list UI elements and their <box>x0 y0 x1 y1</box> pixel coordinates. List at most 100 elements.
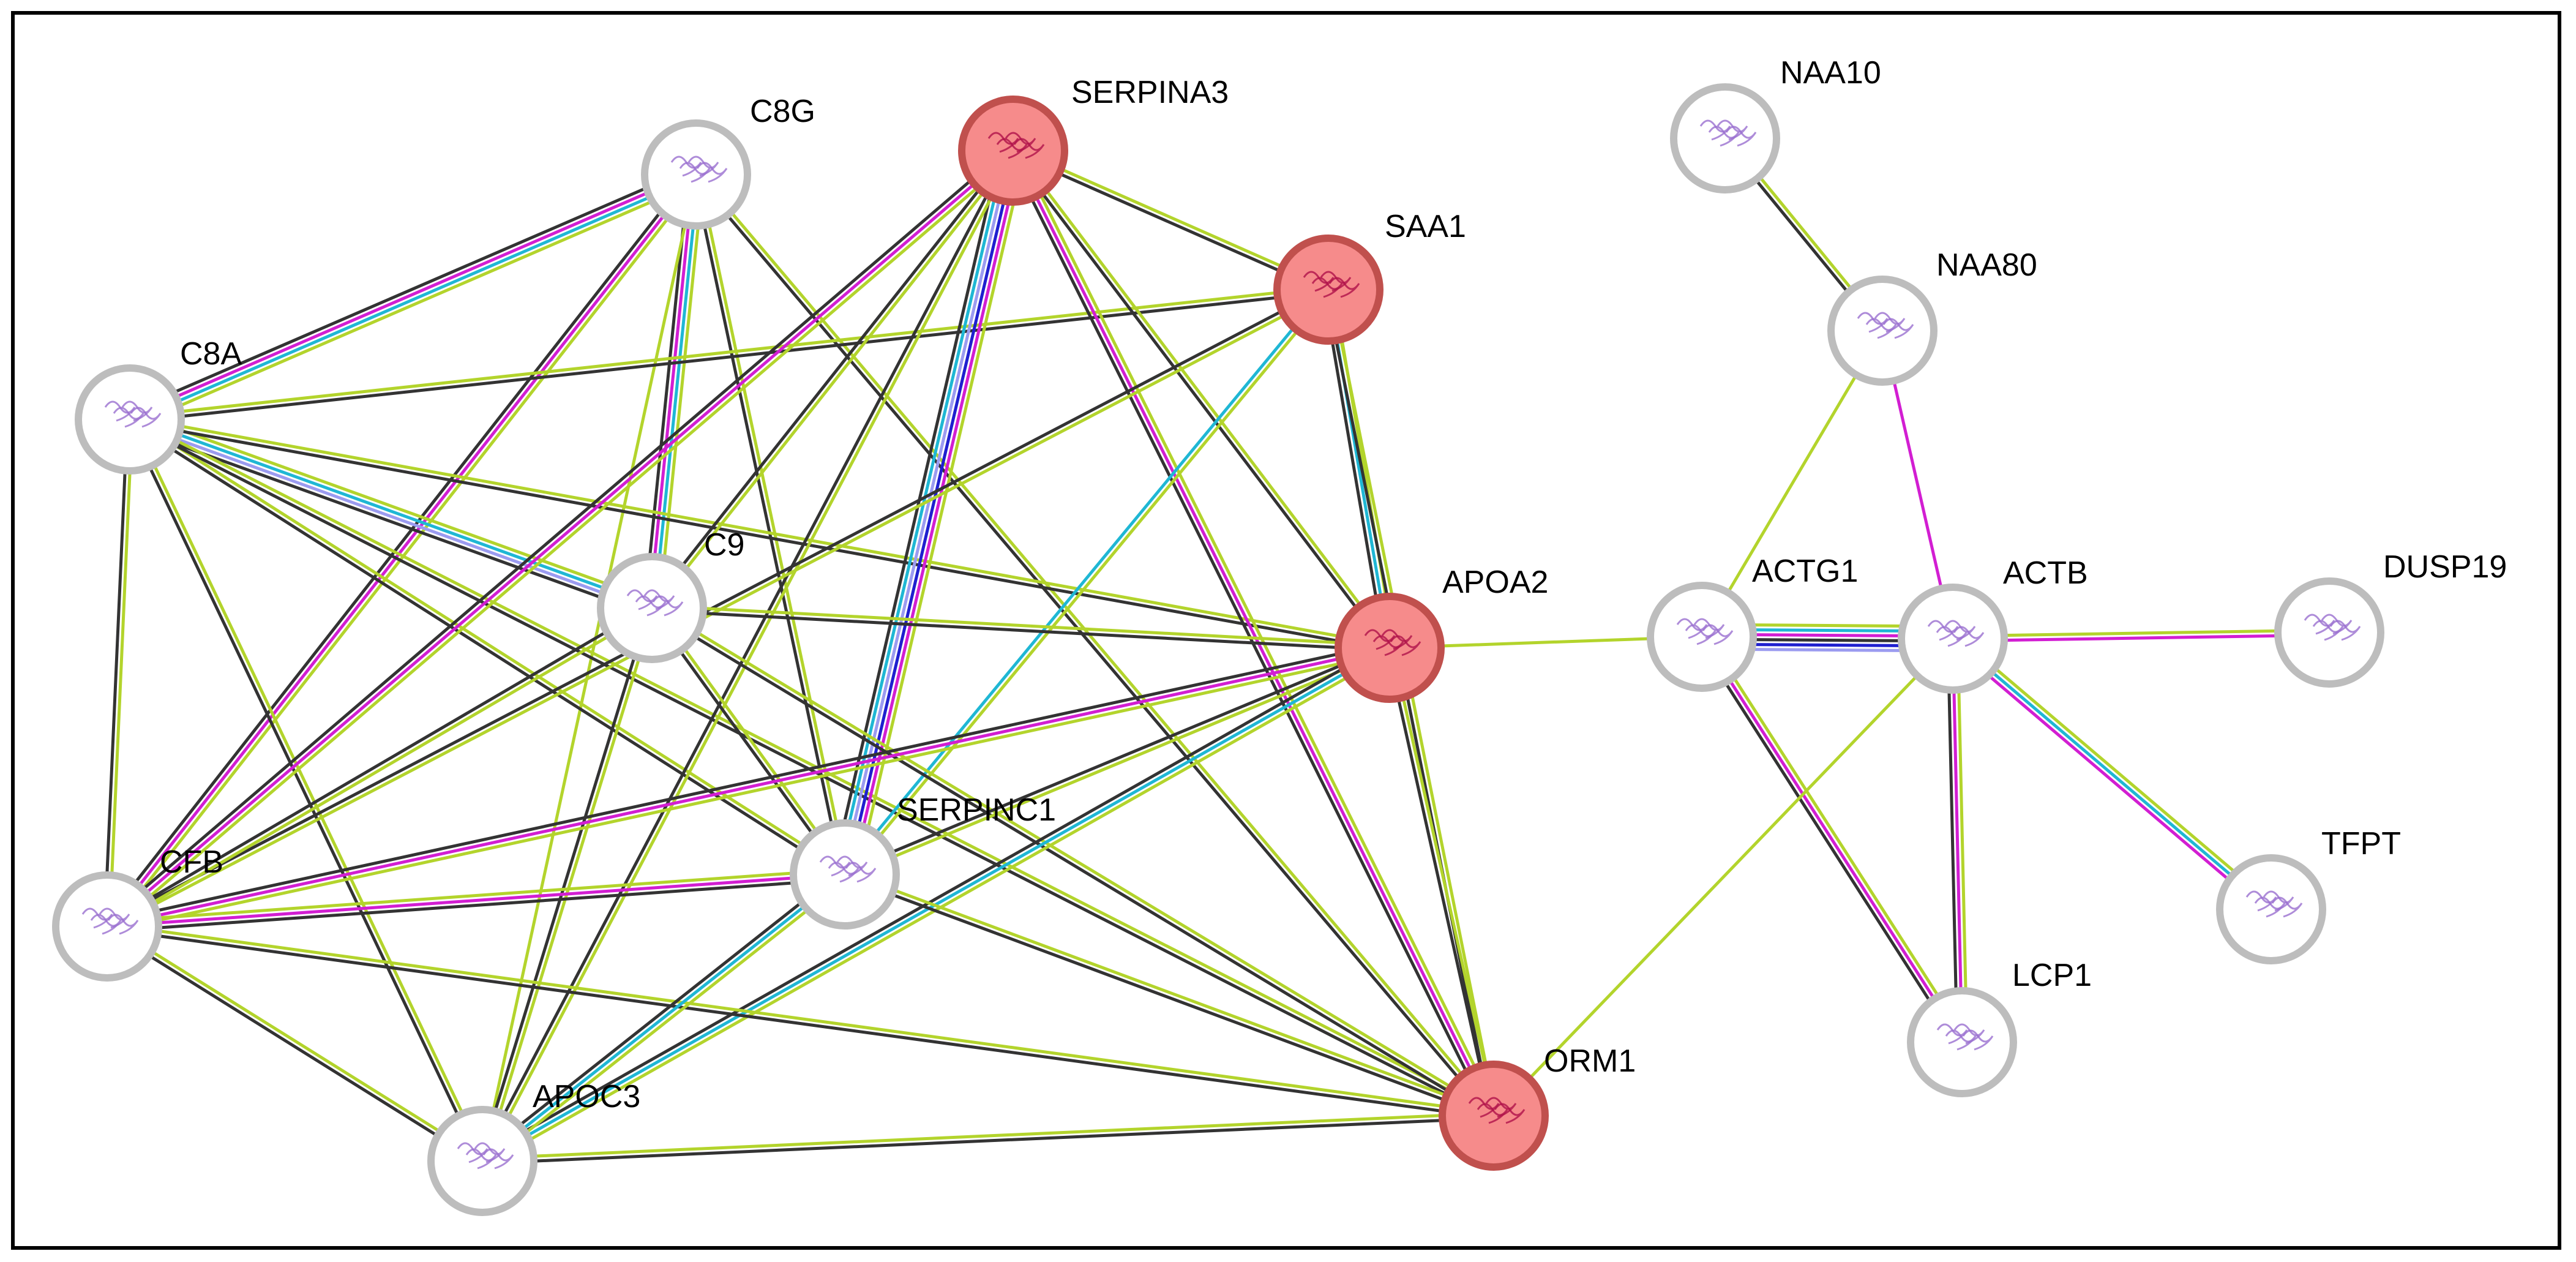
node-naa10[interactable]: NAA10 <box>1670 55 1881 193</box>
edge-apoa2-cfb[interactable] <box>105 641 1391 933</box>
node-c8g[interactable]: C8G <box>641 94 815 230</box>
protein-structure-icon <box>1303 271 1360 298</box>
edge-evidence-textmining <box>1016 148 1500 1114</box>
edge-evidence-homology <box>841 149 1013 874</box>
node-circle[interactable] <box>75 364 185 475</box>
protein-structure-icon <box>1936 1023 1994 1051</box>
protein-structure-icon <box>819 855 877 883</box>
node-circle[interactable] <box>1898 584 2008 694</box>
edge-cfb-serpinc1[interactable] <box>107 868 845 933</box>
edge-evidence-textmining <box>1390 647 1498 1116</box>
node-circle[interactable] <box>427 1106 537 1216</box>
node-circle[interactable] <box>790 819 900 930</box>
node-c8a[interactable]: C8A <box>75 336 242 475</box>
node-circle[interactable] <box>641 119 751 230</box>
edge-actg1-lcp1[interactable] <box>1696 633 1968 1046</box>
node-lcp1[interactable]: LCP1 <box>1907 958 2092 1097</box>
node-circle[interactable] <box>1647 582 1757 692</box>
edge-apoc3-orm1[interactable] <box>482 1111 1494 1165</box>
edge-c8a-apoc3[interactable] <box>126 418 486 1163</box>
edge-serpina3-orm1[interactable] <box>1007 148 1500 1119</box>
edge-evidence-coexpression <box>105 641 1389 923</box>
protein-structure-icon <box>1857 312 1914 339</box>
node-label: NAA80 <box>1936 247 2037 283</box>
node-circle[interactable] <box>2274 577 2384 688</box>
node-label: C8G <box>750 94 815 129</box>
node-apoc3[interactable]: APOC3 <box>427 1079 640 1216</box>
edge-c8g-serpinc1[interactable] <box>692 173 849 876</box>
node-tfpt[interactable]: TFPT <box>2216 826 2401 964</box>
edge-serpina3-serpinc1[interactable] <box>831 147 1027 878</box>
edge-serpinc1-apoc3[interactable] <box>478 869 849 1166</box>
edge-evidence-textmining <box>107 922 1494 1115</box>
node-circle[interactable] <box>52 871 162 982</box>
edge-c8a-c9[interactable] <box>127 411 655 617</box>
edge-evidence-textmining <box>107 609 654 930</box>
node-circle[interactable] <box>1273 235 1383 345</box>
edge-evidence-textmining <box>482 1111 1494 1160</box>
edge-evidence-coexpression <box>1011 151 1328 293</box>
node-label: C9 <box>704 527 744 563</box>
edge-evidence-coexpression <box>1009 151 1389 650</box>
edge-serpina3-apoa2[interactable] <box>1009 148 1393 650</box>
node-circle[interactable] <box>1439 1061 1549 1171</box>
edge-c9-apoc3[interactable] <box>478 607 656 1162</box>
node-circle[interactable] <box>2216 854 2326 964</box>
edge-c9-orm1[interactable] <box>650 604 1496 1119</box>
node-circle[interactable] <box>1907 987 2017 1097</box>
edge-evidence-coexpression <box>126 166 694 415</box>
node-c9[interactable]: C9 <box>597 527 744 663</box>
node-saa1[interactable]: SAA1 <box>1273 209 1466 345</box>
edge-actb-dusp19[interactable] <box>1952 628 2330 643</box>
edge-evidence-experiments <box>128 171 696 419</box>
node-serpina3[interactable]: SERPINA3 <box>958 75 1229 206</box>
edge-actb-lcp1[interactable] <box>1946 638 1969 1043</box>
node-cfb[interactable]: CFB <box>52 844 223 982</box>
edge-cfb-apoc3[interactable] <box>105 923 485 1165</box>
node-actg1[interactable]: ACTG1 <box>1647 554 1858 692</box>
edge-apoa2-serpinc1[interactable] <box>843 644 1391 879</box>
edge-cfb-orm1[interactable] <box>107 922 1494 1120</box>
node-circle[interactable] <box>1827 276 1938 386</box>
edge-serpinc1-orm1[interactable] <box>843 870 1496 1120</box>
protein-structure-icon <box>1468 1097 1526 1124</box>
node-circle[interactable] <box>958 96 1068 206</box>
node-apoa2[interactable]: APOA2 <box>1335 565 1548 703</box>
edge-c8a-apoa2[interactable] <box>129 415 1391 652</box>
edge-evidence-textmining <box>129 285 1328 419</box>
edge-actb-orm1[interactable] <box>1492 637 1954 1117</box>
edge-evidence-database <box>1952 637 2272 911</box>
protein-structure-icon <box>104 400 162 428</box>
edge-c8g-orm1[interactable] <box>693 171 1497 1119</box>
node-circle[interactable] <box>597 553 707 663</box>
node-circle[interactable] <box>1670 83 1780 193</box>
edge-serpina3-cfb[interactable] <box>103 146 1017 931</box>
edge-c8g-c8a[interactable] <box>126 166 700 428</box>
node-serpinc1[interactable]: SERPINC1 <box>790 792 1056 930</box>
edge-naa80-actg1[interactable] <box>1700 329 1884 638</box>
edge-apoa2-orm1[interactable] <box>1385 647 1498 1117</box>
edge-saa1-orm1[interactable] <box>1324 288 1498 1117</box>
edge-c8a-cfb[interactable] <box>103 419 134 927</box>
node-label: C8A <box>180 336 242 372</box>
edge-evidence-coexpression <box>651 609 1390 652</box>
edge-c8g-apoc3[interactable] <box>481 174 698 1162</box>
node-label: DUSP19 <box>2383 549 2507 585</box>
edge-actb-tfpt[interactable] <box>1949 633 2275 915</box>
edge-evidence-coexpression <box>1324 290 1493 1117</box>
protein-structure-icon <box>81 907 139 935</box>
edge-serpina3-c9[interactable] <box>648 148 1017 611</box>
edge-c8g-cfb[interactable] <box>102 170 702 931</box>
edge-serpina3-saa1[interactable] <box>1011 147 1330 293</box>
edge-evidence-textmining <box>697 173 849 874</box>
node-actb[interactable]: ACTB <box>1898 555 2088 694</box>
edge-evidence-textmining <box>1013 147 1330 289</box>
node-orm1[interactable]: ORM1 <box>1439 1043 1636 1171</box>
edge-evidence-textmining <box>132 179 700 428</box>
edge-c9-cfb[interactable] <box>105 604 654 930</box>
node-circle[interactable] <box>1335 593 1445 703</box>
edge-c9-apoa2[interactable] <box>651 604 1390 652</box>
node-dusp19[interactable]: DUSP19 <box>2274 549 2507 688</box>
node-naa80[interactable]: NAA80 <box>1827 247 2037 386</box>
